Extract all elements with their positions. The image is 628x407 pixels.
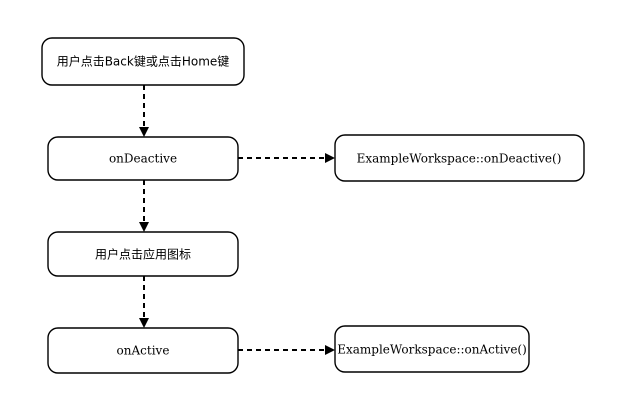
node-label-trigger-back-home: 用户点击Back键或点击Home键	[57, 54, 230, 69]
node-on-deactive: onDeactive	[47, 136, 239, 181]
node-label-example-on-deactive: ExampleWorkspace::onDeactive()	[357, 152, 562, 166]
node-trigger-back-home: 用户点击Back键或点击Home键	[41, 37, 245, 86]
node-on-active: onActive	[47, 327, 239, 374]
node-label-on-deactive: onDeactive	[109, 152, 177, 166]
edges	[139, 85, 335, 355]
edge-ondeactive-to-example	[238, 153, 335, 163]
node-trigger-app-icon: 用户点击应用图标	[47, 231, 239, 277]
edge-onactive-to-example	[238, 345, 335, 355]
edge-ondeactive-to-appicon	[139, 180, 149, 232]
node-example-on-deactive: ExampleWorkspace::onDeactive()	[334, 134, 585, 182]
node-label-on-active: onActive	[117, 344, 170, 358]
node-label-trigger-app-icon: 用户点击应用图标	[95, 247, 191, 262]
edge-trigger-to-ondeactive	[139, 85, 149, 137]
node-label-example-on-active: ExampleWorkspace::onActive()	[337, 343, 527, 357]
node-example-on-active: ExampleWorkspace::onActive()	[334, 325, 530, 373]
edge-appicon-to-onactive	[139, 276, 149, 328]
